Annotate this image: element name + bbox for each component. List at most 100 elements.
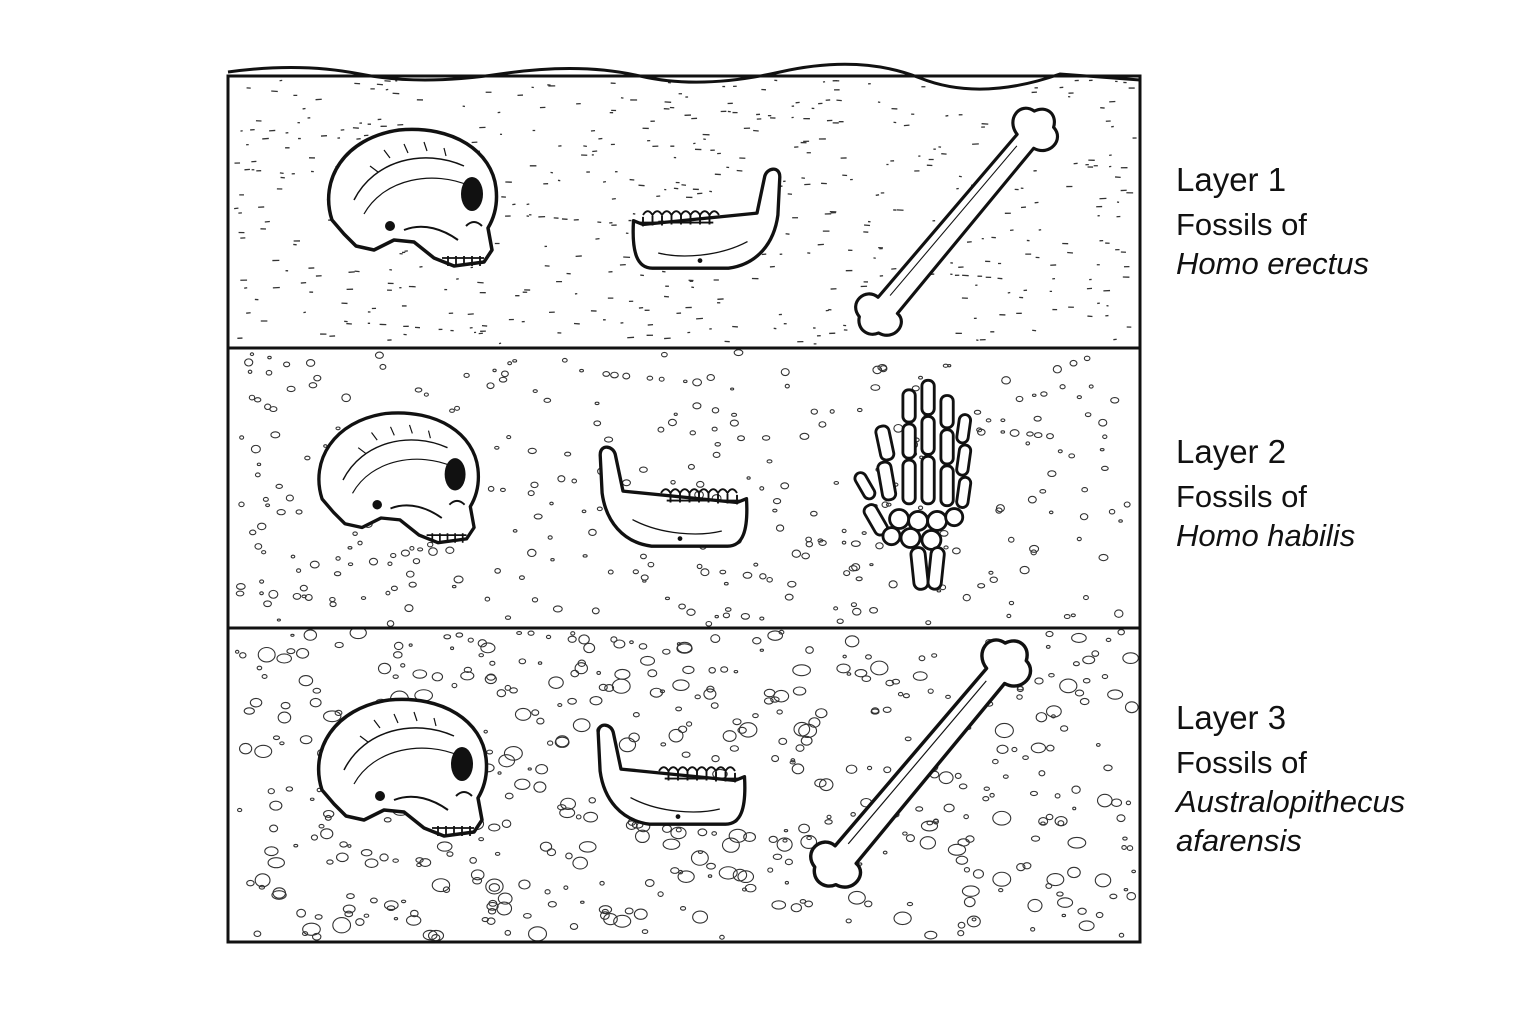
sediment-speck: [790, 903, 803, 913]
sediment-speck: [983, 786, 990, 791]
sediment-speck: [264, 846, 279, 857]
sediment-speck: [988, 570, 994, 575]
sediment-speck: [1095, 911, 1104, 919]
sediment-speck: [833, 480, 840, 485]
sediment-speck: [436, 841, 453, 852]
sediment-speck: [314, 914, 323, 920]
sediment-speck: [599, 880, 605, 886]
sediment-speck: [1057, 897, 1074, 908]
sediment-speck: [550, 558, 555, 562]
sediment-speck: [533, 781, 547, 793]
sediment-speck: [647, 561, 655, 568]
sediment-speck: [426, 541, 434, 548]
sediment-speck: [346, 893, 355, 900]
sediment-speck: [800, 735, 813, 746]
sediment-speck: [308, 382, 318, 389]
sediment-speck: [737, 726, 747, 734]
sediment-speck: [409, 545, 415, 551]
sediment-speck: [1045, 630, 1054, 638]
skull-icon: [317, 411, 481, 545]
sediment-speck: [565, 852, 573, 860]
sediment-speck: [1076, 536, 1082, 542]
sediment-speck: [667, 418, 677, 427]
sediment-speck: [1048, 672, 1055, 678]
sediment-speck: [329, 601, 337, 608]
sediment-speck: [270, 431, 281, 439]
sediment-speck: [268, 589, 279, 599]
sediment-speck: [527, 767, 532, 771]
sediment-speck: [842, 654, 847, 659]
sediment-speck: [258, 884, 266, 890]
sediment-speck: [247, 369, 253, 374]
sediment-speck: [276, 509, 286, 516]
sediment-speck: [872, 365, 883, 375]
sediment-speck: [296, 908, 307, 918]
sediment-speck: [668, 728, 684, 743]
sediment-speck: [792, 686, 807, 696]
sediment-speck: [670, 479, 676, 485]
sediment-speck: [487, 908, 497, 915]
sediment-speck: [1084, 412, 1092, 418]
sediment-speck: [1108, 508, 1116, 515]
sediment-speck: [706, 862, 716, 870]
sediment-speck: [412, 558, 421, 565]
sediment-speck: [572, 856, 588, 870]
sediment-speck: [570, 669, 580, 678]
sediment-speck: [589, 696, 603, 706]
sediment-speck: [554, 736, 570, 748]
sediment-speck: [249, 529, 257, 536]
sediment-speck: [936, 589, 942, 593]
sediment-speck: [1061, 913, 1067, 918]
sediment-speck: [598, 683, 608, 691]
sediment-speck: [581, 509, 587, 514]
sediment-speck: [1071, 632, 1087, 643]
sediment-speck: [906, 901, 914, 907]
sediment-speck: [708, 666, 716, 674]
sediment-speck: [1116, 814, 1126, 823]
sediment-speck: [552, 605, 563, 613]
sediment-speck: [1079, 697, 1090, 706]
sediment-speck: [311, 932, 322, 941]
sediment-speck: [624, 907, 634, 915]
sediment-speck: [848, 565, 858, 572]
sediment-speck: [660, 742, 667, 747]
sediment-speck: [800, 834, 818, 849]
sediment-speck: [342, 904, 356, 914]
sediment-speck: [1088, 384, 1094, 389]
sediment-speck: [487, 485, 495, 492]
sediment-speck: [1123, 501, 1131, 508]
layer-3-title: Layer 3: [1176, 699, 1287, 736]
sediment-speck: [681, 751, 691, 758]
sediment-speck: [238, 501, 245, 508]
sediment-speck: [531, 709, 540, 716]
sediment-speck: [657, 891, 664, 897]
sediment-speck: [784, 383, 790, 389]
sediment-speck: [676, 643, 693, 654]
sediment-speck: [1081, 487, 1089, 493]
sediment-speck: [1123, 887, 1129, 892]
sediment-speck: [1029, 544, 1040, 553]
sediment-speck: [1067, 866, 1081, 879]
sediment-speck: [1118, 932, 1125, 938]
sediment-speck: [527, 548, 537, 558]
sediment-speck: [836, 663, 851, 674]
sediment-speck: [563, 885, 569, 890]
sediment-speck: [1098, 418, 1108, 427]
sediment-speck: [722, 612, 731, 619]
sediment-speck: [309, 797, 315, 802]
sediment-speck: [763, 697, 774, 705]
sediment-speck: [833, 606, 839, 611]
sediment-speck: [1006, 613, 1012, 619]
sediment-speck: [486, 749, 494, 755]
sediment-speck: [714, 442, 721, 447]
sediment-speck: [897, 691, 904, 697]
sediment-speck: [818, 421, 827, 428]
sediment-speck: [622, 479, 631, 487]
sediment-speck: [817, 538, 824, 543]
sediment-speck: [574, 662, 588, 675]
sediment-speck: [360, 849, 373, 857]
sediment-speck: [943, 803, 955, 813]
sediment-speck: [976, 427, 983, 433]
sediment-speck: [723, 581, 729, 586]
sediment-speck: [286, 385, 296, 393]
